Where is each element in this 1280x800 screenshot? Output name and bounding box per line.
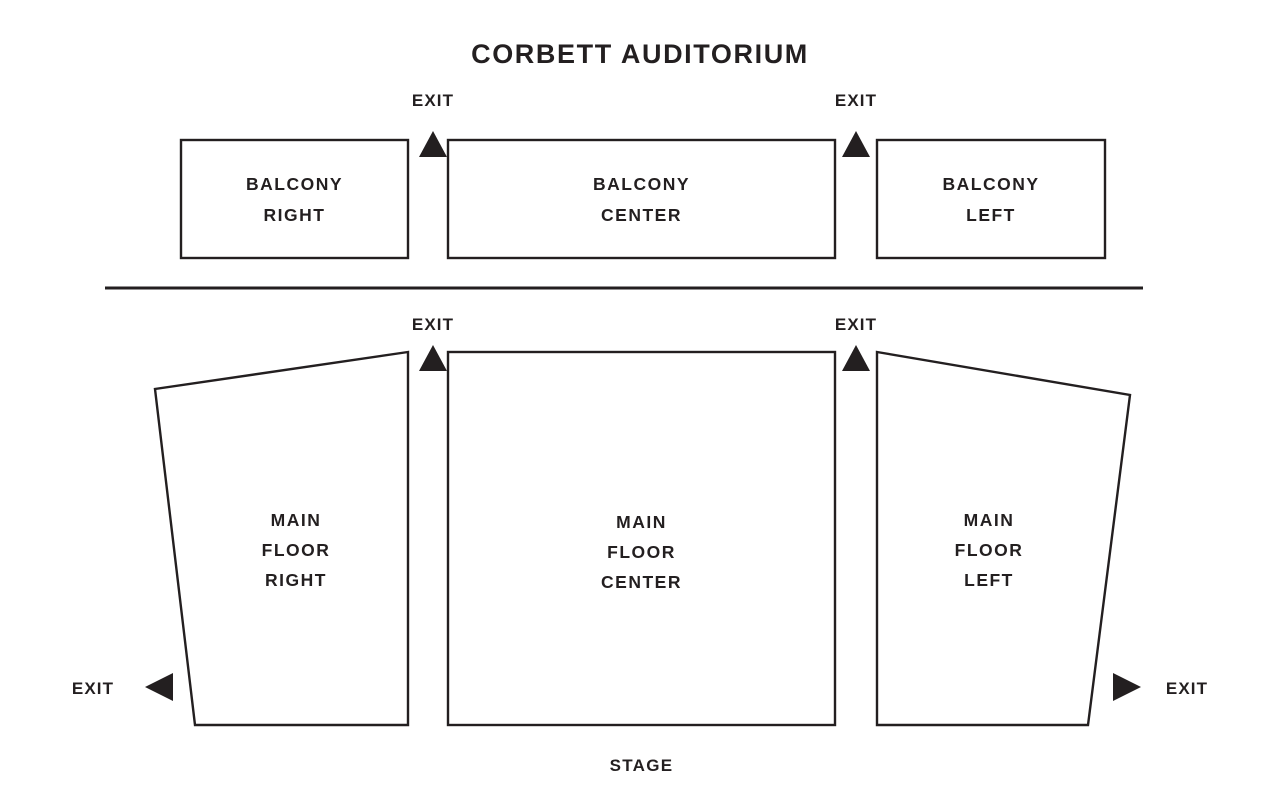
section-label-main-floor-left-line2: FLOOR xyxy=(955,540,1024,560)
section-label-main-floor-center-line3: CENTER xyxy=(601,572,682,592)
exit-marker-main-floor-left-side[interactable]: EXIT xyxy=(1113,673,1208,701)
section-label-balcony-center-line1: BALCONY xyxy=(593,174,690,194)
exit-arrow-right-icon[interactable] xyxy=(1113,673,1141,701)
exit-label-main-floor-right-side: EXIT xyxy=(72,679,114,698)
main-floor-level-group: MAIN FLOOR RIGHT MAIN FLOOR CENTER MAIN … xyxy=(72,315,1208,727)
section-label-balcony-left-line1: BALCONY xyxy=(942,174,1039,194)
exit-arrow-up-icon[interactable] xyxy=(419,131,447,157)
section-shape-main-floor-left[interactable] xyxy=(875,350,1132,727)
section-balcony-right[interactable]: BALCONY RIGHT xyxy=(179,138,410,260)
section-main-floor-right[interactable]: MAIN FLOOR RIGHT xyxy=(153,350,410,727)
balcony-level-group: BALCONY RIGHT BALCONY CENTER BALCONY LEF… xyxy=(179,91,1107,260)
section-label-main-floor-left-line1: MAIN xyxy=(964,510,1015,530)
exit-arrow-left-icon[interactable] xyxy=(145,673,173,701)
exit-label-balcony-left-aisle: EXIT xyxy=(412,91,454,110)
exit-arrow-up-icon[interactable] xyxy=(842,345,870,371)
exit-label-balcony-right-aisle: EXIT xyxy=(835,91,877,110)
exit-marker-balcony-left-aisle[interactable]: EXIT xyxy=(412,91,454,157)
section-main-floor-center[interactable]: MAIN FLOOR CENTER xyxy=(446,350,837,727)
section-label-balcony-center-line2: CENTER xyxy=(601,205,682,225)
exit-label-main-left-aisle: EXIT xyxy=(412,315,454,334)
section-label-balcony-right-line1: BALCONY xyxy=(246,174,343,194)
exit-label-main-floor-left-side: EXIT xyxy=(1166,679,1208,698)
section-shape-balcony-center[interactable] xyxy=(446,138,837,260)
exit-marker-balcony-right-aisle[interactable]: EXIT xyxy=(835,91,877,157)
exit-marker-main-left-aisle[interactable]: EXIT xyxy=(412,315,454,371)
section-balcony-left[interactable]: BALCONY LEFT xyxy=(875,138,1107,260)
section-shape-main-floor-right[interactable] xyxy=(153,350,410,727)
section-main-floor-left[interactable]: MAIN FLOOR LEFT xyxy=(875,350,1132,727)
section-balcony-center[interactable]: BALCONY CENTER xyxy=(446,138,837,260)
exit-marker-main-floor-right-side[interactable]: EXIT xyxy=(72,673,173,701)
exit-marker-main-right-aisle[interactable]: EXIT xyxy=(835,315,877,371)
section-label-main-floor-center-line2: FLOOR xyxy=(607,542,676,562)
exit-arrow-up-icon[interactable] xyxy=(419,345,447,371)
stage-label: STAGE xyxy=(610,756,674,775)
exit-label-main-right-aisle: EXIT xyxy=(835,315,877,334)
section-label-balcony-left-line2: LEFT xyxy=(966,205,1016,225)
page-title: CORBETT AUDITORIUM xyxy=(471,39,809,69)
section-label-main-floor-right-line2: FLOOR xyxy=(262,540,331,560)
section-shape-balcony-left[interactable] xyxy=(875,138,1107,260)
section-label-main-floor-left-line3: LEFT xyxy=(964,570,1014,590)
section-label-main-floor-right-line1: MAIN xyxy=(271,510,322,530)
section-label-main-floor-right-line3: RIGHT xyxy=(265,570,327,590)
exit-arrow-up-icon[interactable] xyxy=(842,131,870,157)
section-label-balcony-right-line2: RIGHT xyxy=(264,205,326,225)
section-label-main-floor-center-line1: MAIN xyxy=(616,512,667,532)
section-shape-main-floor-center[interactable] xyxy=(446,350,837,727)
section-shape-balcony-right[interactable] xyxy=(179,138,410,260)
